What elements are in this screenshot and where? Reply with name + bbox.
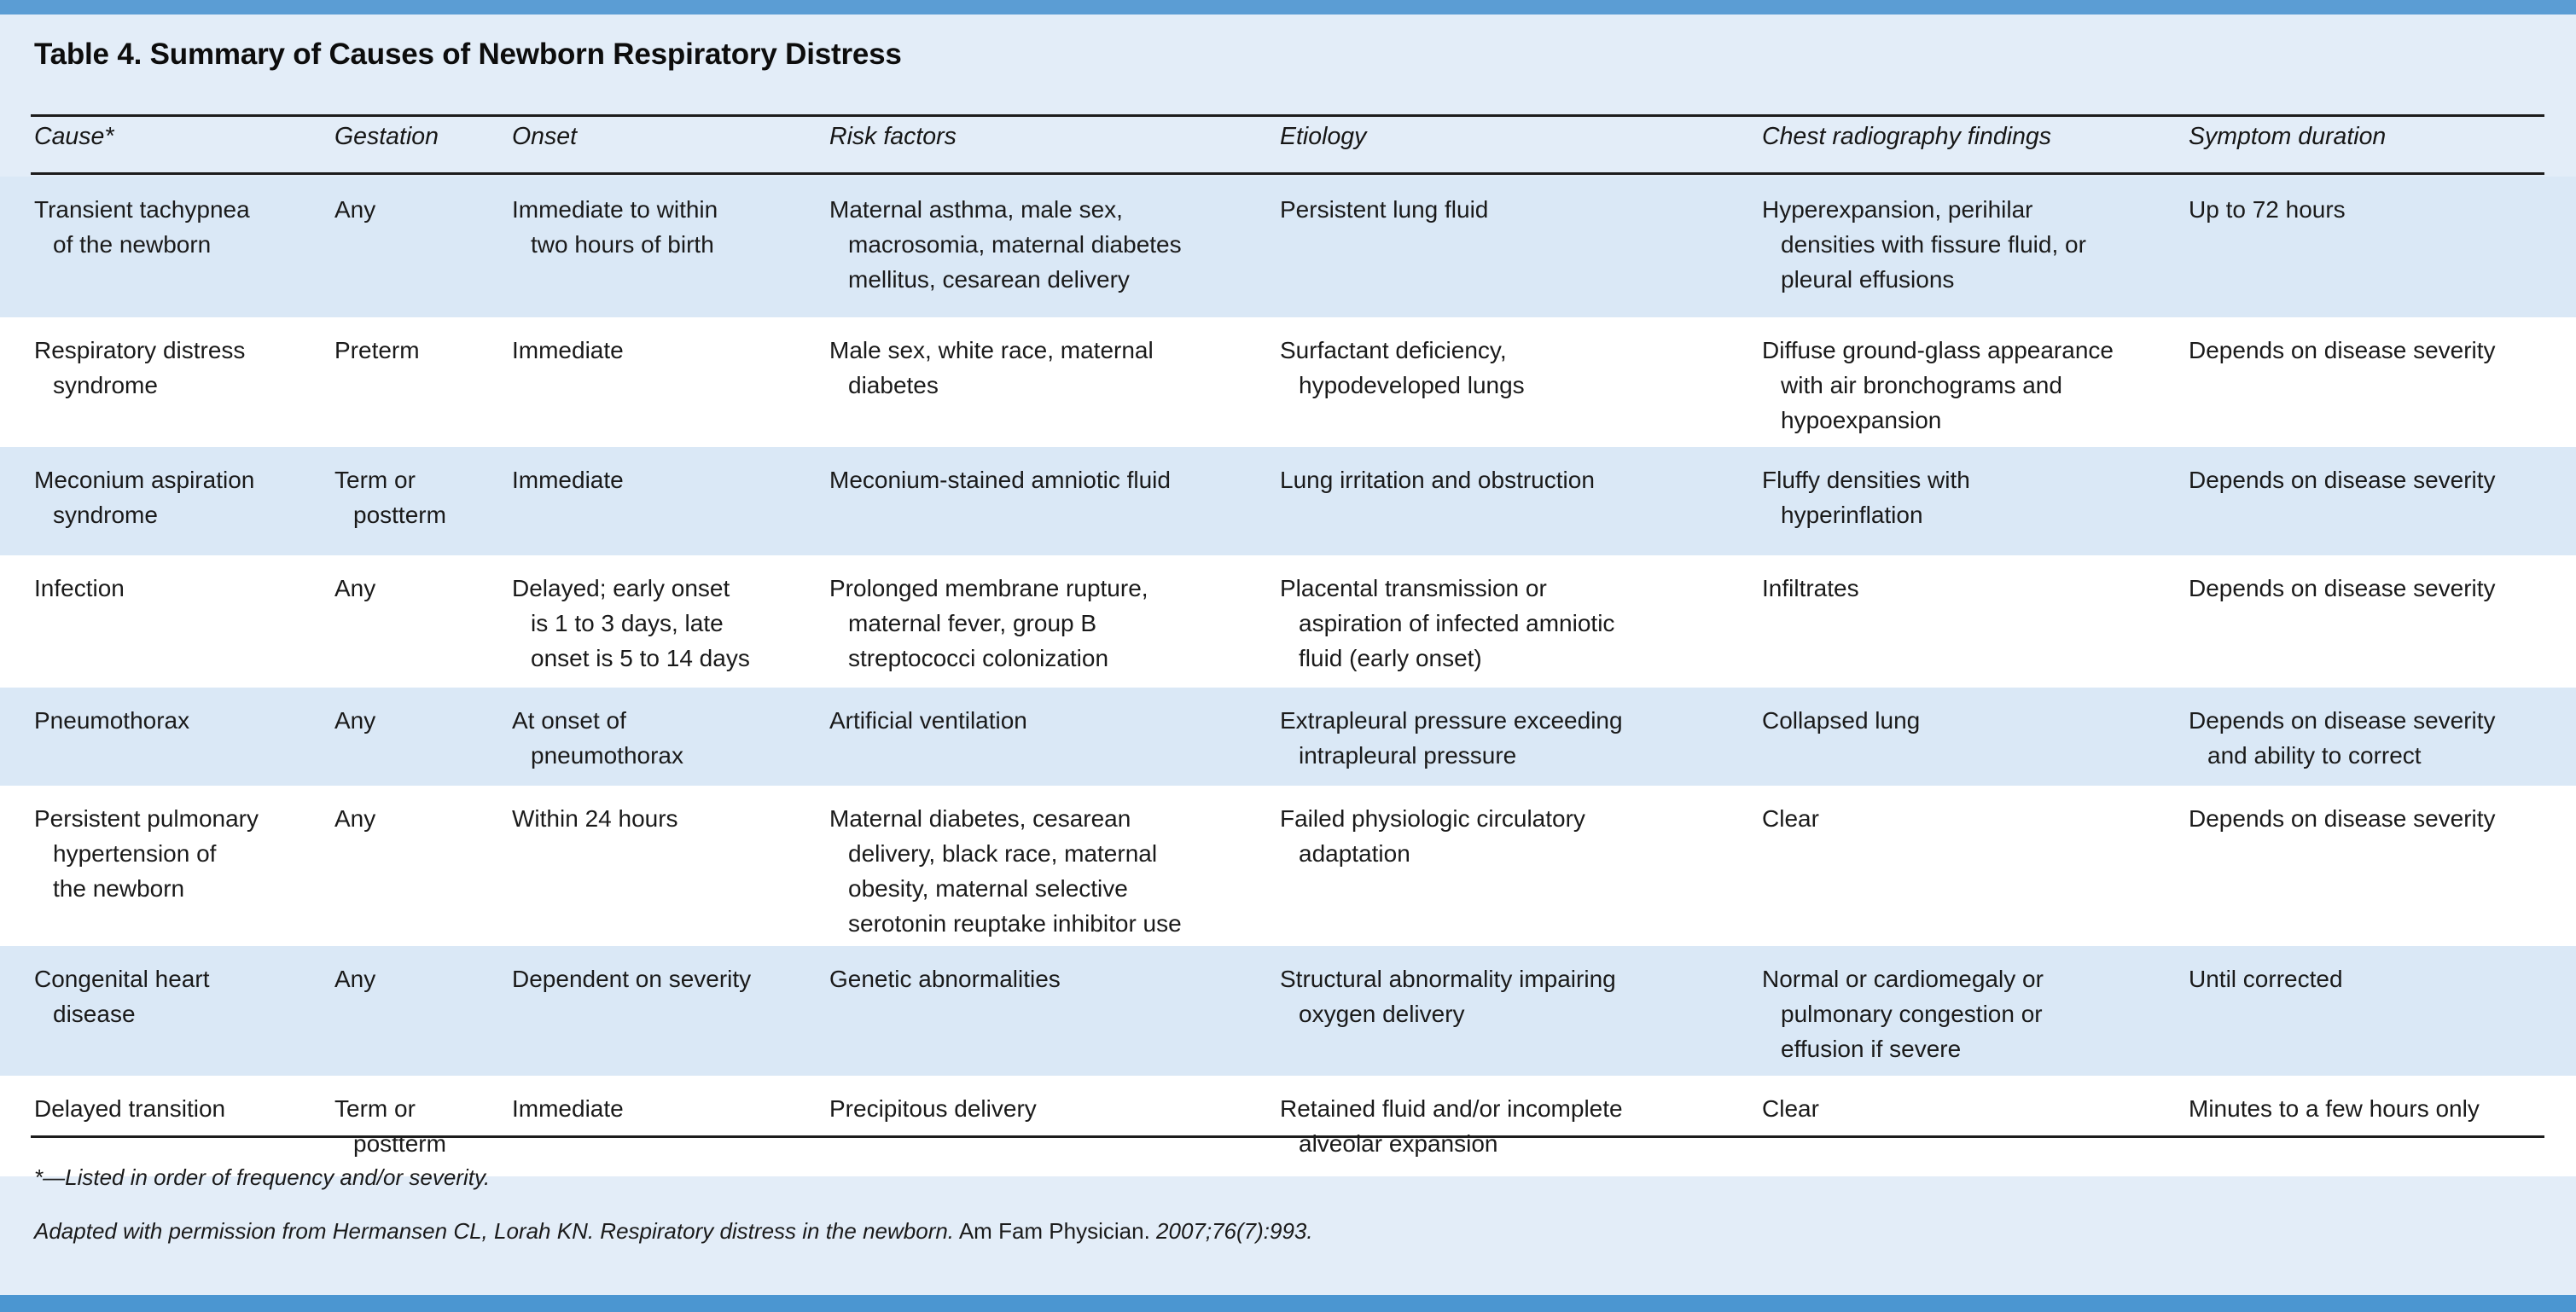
cell-chest-radiography: Clear [1762, 805, 1819, 832]
table-row [0, 447, 2576, 555]
cell-risk-factors: Precipitous delivery [829, 1095, 1037, 1122]
table-row [0, 688, 2576, 786]
cell-etiology: Persistent lung fluid [1280, 196, 1489, 223]
cell-etiology: Surfactant deficiency, hypodeveloped lun… [1280, 337, 1525, 398]
cell-symptom-duration: Up to 72 hours [2189, 196, 2346, 223]
column-header-risk-factors: Risk factors [829, 123, 957, 150]
cell-risk-factors: Male sex, white race, maternal diabetes [829, 337, 1154, 398]
footnote-source-journal-name: Am Fam Physician. [958, 1218, 1150, 1244]
bottom-blue-bar [0, 1295, 2576, 1312]
table-row [0, 786, 2576, 946]
footnote-source-cite: 2007;76(7):993. [1156, 1218, 1313, 1244]
cell-symptom-duration: Depends on disease severity [2189, 337, 2496, 363]
cell-risk-factors: Genetic abnormalities [829, 966, 1061, 992]
cell-onset: Delayed; early onset is 1 to 3 days, lat… [512, 575, 750, 671]
cell-gestation: Term or postterm [334, 1095, 446, 1157]
cell-gestation: Preterm [334, 337, 420, 363]
cell-chest-radiography: Clear [1762, 1095, 1819, 1122]
table-title: Table 4. Summary of Causes of Newborn Re… [34, 38, 902, 71]
cell-onset: Dependent on severity [512, 966, 752, 992]
cell-symptom-duration: Minutes to a few hours only [2189, 1095, 2480, 1122]
column-header-etiology: Etiology [1280, 123, 1367, 150]
header-rule-bottom [31, 172, 2544, 175]
cell-gestation: Any [334, 966, 376, 992]
cell-onset: Immediate [512, 337, 624, 363]
cell-etiology: Failed physiologic circulatory adaptatio… [1280, 805, 1585, 867]
cell-etiology: Placental transmission or aspiration of … [1280, 575, 1615, 671]
footnote-source: Adapted with permission from Hermansen C… [34, 1216, 1313, 1246]
column-header-symptom-duration: Symptom duration [2189, 123, 2387, 150]
cell-chest-radiography: Fluffy densities with hyperinflation [1762, 467, 1970, 528]
column-header-onset: Onset [512, 123, 578, 150]
cell-cause: Delayed transition [34, 1095, 226, 1122]
cell-risk-factors: Maternal diabetes, cesarean delivery, bl… [829, 805, 1182, 937]
table-row [0, 177, 2576, 317]
cell-symptom-duration: Depends on disease severity [2189, 467, 2496, 493]
cell-onset: Immediate [512, 467, 624, 493]
footnote-asterisk: *—Listed in order of frequency and/or se… [34, 1164, 491, 1190]
cell-etiology: Structural abnormality impairing oxygen … [1280, 966, 1616, 1027]
cell-risk-factors: Maternal asthma, male sex, macrosomia, m… [829, 196, 1182, 293]
column-header-gestation: Gestation [334, 123, 439, 150]
footer-rule [31, 1135, 2544, 1138]
cell-gestation: Any [334, 575, 376, 601]
cell-symptom-duration: Depends on disease severity [2189, 805, 2496, 832]
cell-cause: Infection [34, 575, 125, 601]
cell-gestation: Any [334, 805, 376, 832]
cell-symptom-duration: Until corrected [2189, 966, 2343, 992]
cell-symptom-duration: Depends on disease severity and ability … [2189, 707, 2496, 769]
top-blue-bar [0, 0, 2576, 15]
cell-cause: Meconium aspiration syndrome [34, 467, 255, 528]
cell-cause: Pneumothorax [34, 707, 190, 734]
cell-gestation: Any [334, 196, 376, 223]
cell-onset: Immediate [512, 1095, 624, 1122]
cell-gestation: Any [334, 707, 376, 734]
column-header-cause: Cause* [34, 123, 114, 150]
column-header-chest-radiography: Chest radiography findings [1762, 123, 2052, 150]
cell-cause: Respiratory distress syndrome [34, 337, 246, 398]
cell-cause: Congenital heart disease [34, 966, 210, 1027]
footnote-source-cite-sep [1150, 1218, 1156, 1244]
cell-risk-factors: Artificial ventilation [829, 707, 1027, 734]
cell-onset: At onset of pneumothorax [512, 707, 684, 769]
cell-onset: Within 24 hours [512, 805, 678, 832]
cell-gestation: Term or postterm [334, 467, 446, 528]
cell-chest-radiography: Infiltrates [1762, 575, 1859, 601]
table-header-row: Cause* Gestation Onset Risk factors Etio… [0, 119, 2576, 171]
cell-onset: Immediate to within two hours of birth [512, 196, 718, 258]
table-content-area: Table 4. Summary of Causes of Newborn Re… [0, 15, 2576, 1295]
table-row [0, 317, 2576, 447]
cell-etiology: Retained fluid and/or incomplete alveola… [1280, 1095, 1623, 1157]
cell-chest-radiography: Diffuse ground-glass appearance with air… [1762, 337, 2114, 433]
header-rule-top [31, 114, 2544, 117]
cell-risk-factors: Prolonged membrane rupture, maternal fev… [829, 575, 1148, 671]
cell-cause: Transient tachypnea of the newborn [34, 196, 250, 258]
cell-symptom-duration: Depends on disease severity [2189, 575, 2496, 601]
table-row [0, 555, 2576, 688]
table-row [0, 1076, 2576, 1176]
cell-etiology: Extrapleural pressure exceeding intraple… [1280, 707, 1623, 769]
cell-cause: Persistent pulmonary hypertension of the… [34, 805, 259, 902]
cell-etiology: Lung irritation and obstruction [1280, 467, 1595, 493]
table-row [0, 946, 2576, 1076]
footnote-source-lead: Adapted with permission from Hermansen C… [34, 1218, 955, 1244]
cell-chest-radiography: Normal or cardiomegaly or pulmonary cong… [1762, 966, 2044, 1062]
cell-chest-radiography: Collapsed lung [1762, 707, 1921, 734]
cell-chest-radiography: Hyperexpansion, perihilar densities with… [1762, 196, 2086, 293]
cell-risk-factors: Meconium-stained amniotic fluid [829, 467, 1171, 493]
